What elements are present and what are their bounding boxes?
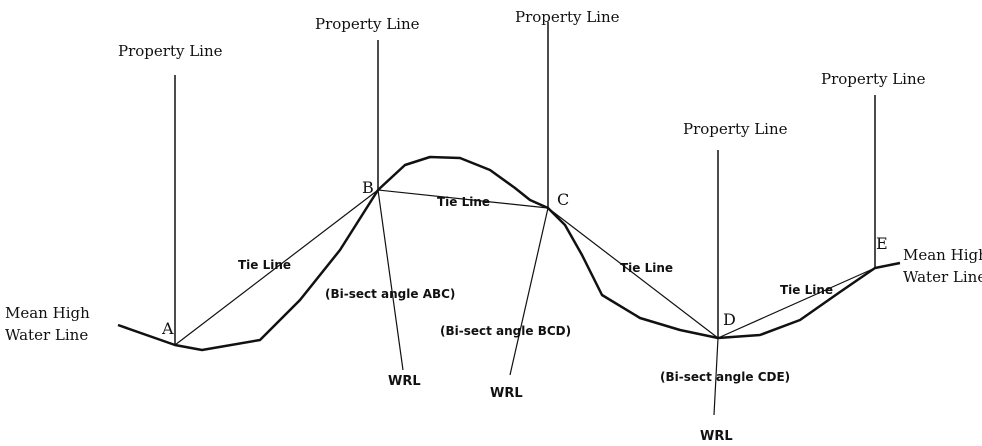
point-label-d: D — [723, 310, 736, 329]
mean-high-water-curve — [117, 155, 901, 352]
tie-line-bc — [377, 189, 549, 209]
wrl-label-c: WRL — [490, 386, 523, 401]
bisect-cde-label: (Bi-sect angle CDE) — [660, 370, 790, 384]
tie-line-de — [717, 267, 876, 339]
point-label-a: A — [161, 319, 174, 338]
point-label-c: C — [557, 190, 569, 209]
wrl-label-d: WRL — [700, 429, 733, 444]
mean-high-water-label-right-1: Mean High — [903, 246, 982, 264]
tie-line-label-cd: Tie Line — [620, 261, 673, 275]
tie-line-cd — [547, 207, 719, 339]
point-label-e: E — [876, 234, 888, 253]
mean-high-water-label-left-1: Mean High — [5, 304, 90, 322]
tie-line-label-ab: Tie Line — [238, 258, 291, 272]
bisect-bcd-label: (Bi-sect angle BCD) — [440, 324, 571, 338]
property-line-label-c: Property Line — [515, 8, 620, 26]
tie-line-label-de: Tie Line — [780, 283, 833, 297]
property-line-label-b: Property Line — [315, 15, 420, 33]
bisector-d — [713, 337, 719, 416]
property-line-label-d: Property Line — [683, 120, 788, 138]
tie-line-label-bc: Tie Line — [437, 195, 490, 209]
property-line-label-e: Property Line — [821, 70, 926, 88]
wrl-label-b: WRL — [388, 374, 421, 389]
point-label-b: B — [362, 178, 374, 197]
bisector-b — [377, 189, 404, 371]
tie-line-ab — [174, 189, 379, 346]
bisect-abc-label: (Bi-sect angle ABC) — [325, 287, 455, 301]
mean-high-water-label-left-2: Water Line — [5, 326, 88, 344]
mean-high-water-label-right-2: Water Line — [903, 268, 982, 286]
property-line-label-a: Property Line — [118, 42, 223, 60]
bisector-c — [509, 207, 549, 376]
